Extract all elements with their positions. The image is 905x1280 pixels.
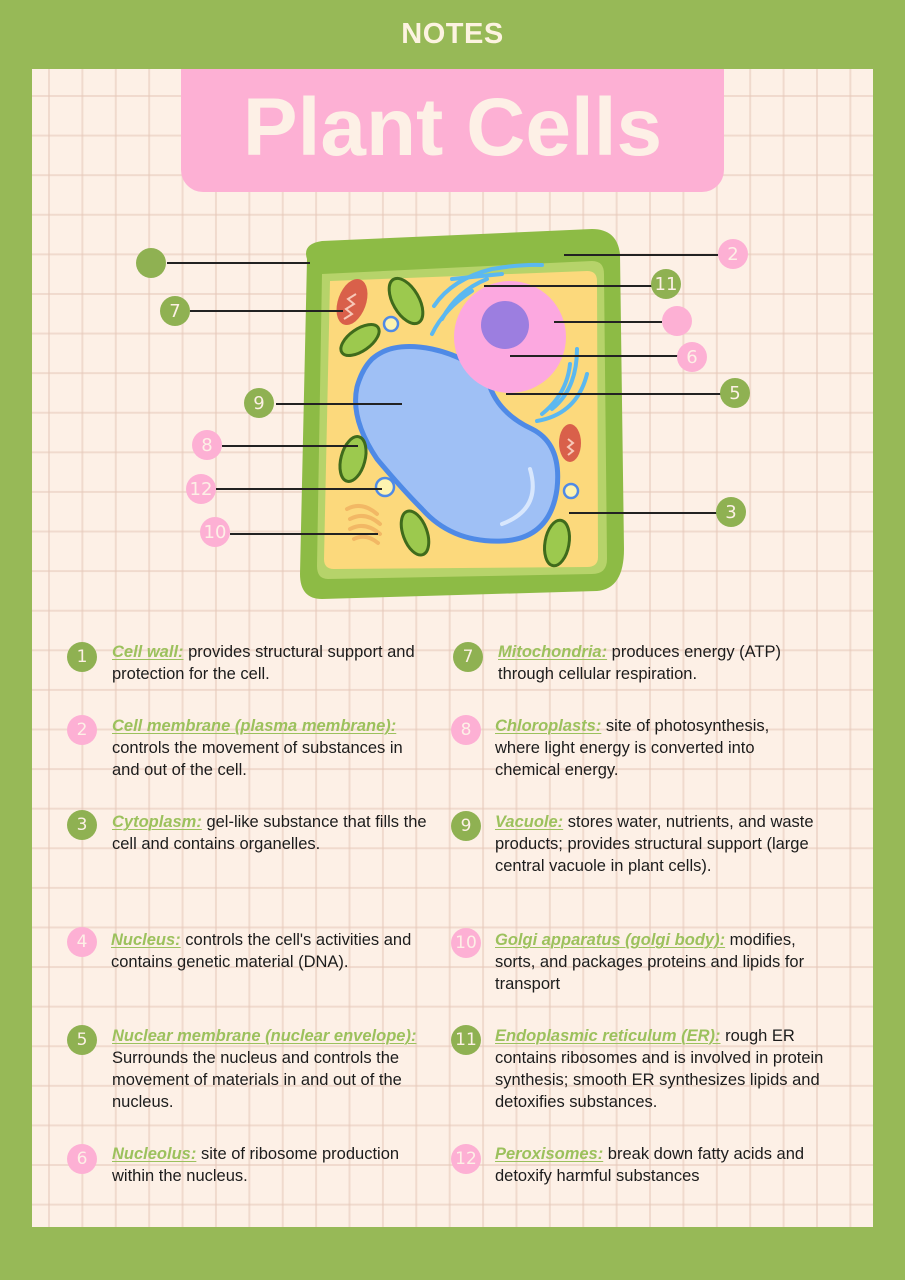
note-term: Mitochondria: bbox=[498, 643, 608, 661]
note-text: provides structural support and protecti… bbox=[112, 643, 415, 683]
note-badge-4: 4 bbox=[67, 927, 97, 957]
leader-line-10 bbox=[230, 533, 378, 535]
note-item-cell-membrane: Cell membrane (plasma membrane): control… bbox=[112, 715, 432, 781]
note-text: controls the movement of substances in a… bbox=[112, 739, 403, 779]
title-banner: Plant Cells bbox=[181, 69, 724, 192]
note-badge-7: 7 bbox=[453, 642, 483, 672]
note-badge-8: 8 bbox=[451, 715, 481, 745]
note-item-nucleus: Nucleus: controls the cell's activities … bbox=[111, 929, 431, 973]
note-term: Cell membrane (plasma membrane): bbox=[112, 717, 397, 735]
note-text: Surrounds the nucleus and controls the m… bbox=[112, 1049, 402, 1111]
note-item-nucleolus: Nucleolus: site of ribosome production w… bbox=[112, 1143, 432, 1187]
note-text: modifies, sorts, and packages proteins a… bbox=[495, 931, 805, 993]
page-title: Plant Cells bbox=[242, 81, 663, 173]
note-item-mitochondria: Mitochondria: produces energy (ATP) thro… bbox=[498, 641, 818, 685]
note-badge-10: 10 bbox=[451, 928, 481, 958]
note-text: break down fatty acids and detoxify harm… bbox=[495, 1145, 805, 1185]
plant-cell-diagram: 2 11 6 5 7 9 8 12 10 3 bbox=[32, 69, 873, 629]
leader-line-12 bbox=[216, 488, 382, 490]
note-text: site of ribosome production within the n… bbox=[112, 1145, 400, 1185]
note-badge-3: 3 bbox=[67, 810, 97, 840]
note-item-golgi: Golgi apparatus (golgi body): modifies, … bbox=[495, 929, 815, 995]
note-text: site of photosynthesis, where light ener… bbox=[495, 717, 770, 779]
chloroplast-shape bbox=[338, 276, 571, 568]
leader-line-8 bbox=[222, 445, 358, 447]
leader-line-nucleus bbox=[554, 321, 662, 323]
note-text: stores water, nutrients, and waste produ… bbox=[495, 813, 814, 875]
diagram-badge-12: 12 bbox=[186, 474, 216, 504]
diagram-badge-10: 10 bbox=[200, 517, 230, 547]
diagram-badge-nucleus bbox=[662, 306, 692, 336]
note-item-vacuole: Vacuole: stores water, nutrients, and wa… bbox=[495, 811, 815, 877]
note-item-cell-wall: Cell wall: provides structural support a… bbox=[112, 641, 432, 685]
leader-line-2 bbox=[564, 254, 718, 256]
notes-paper: Plant Cells bbox=[32, 69, 873, 1227]
note-term: Chloroplasts: bbox=[495, 717, 602, 735]
golgi-shape bbox=[345, 503, 382, 545]
header-title: NOTES bbox=[401, 18, 504, 50]
note-term: Golgi apparatus (golgi body): bbox=[495, 931, 726, 949]
er-shape bbox=[430, 262, 589, 423]
diagram-badge-3: 3 bbox=[716, 497, 746, 527]
note-term: Cytoplasm: bbox=[112, 813, 202, 831]
note-term: Nucleus: bbox=[111, 931, 181, 949]
note-badge-2: 2 bbox=[67, 715, 97, 745]
diagram-badge-8: 8 bbox=[192, 430, 222, 460]
note-badge-9: 9 bbox=[451, 811, 481, 841]
note-term: Cell wall: bbox=[112, 643, 184, 661]
diagram-badge-9: 9 bbox=[244, 388, 274, 418]
note-item-nuclear-membrane: Nuclear membrane (nuclear envelope): Sur… bbox=[112, 1025, 432, 1113]
note-item-cytoplasm: Cytoplasm: gel-like substance that fills… bbox=[112, 811, 432, 855]
note-item-er: Endoplasmic reticulum (ER): rough ER con… bbox=[495, 1025, 840, 1113]
leader-line-3 bbox=[569, 512, 717, 514]
diagram-badge-cell-wall bbox=[136, 248, 166, 278]
note-term: Endoplasmic reticulum (ER): bbox=[495, 1027, 721, 1045]
note-item-chloroplasts: Chloroplasts: site of photosynthesis, wh… bbox=[495, 715, 815, 781]
leader-line-6 bbox=[510, 355, 678, 357]
note-item-peroxisomes: Peroxisomes: break down fatty acids and … bbox=[495, 1143, 815, 1187]
note-badge-6: 6 bbox=[67, 1144, 97, 1174]
leader-line-cell-wall bbox=[167, 262, 310, 264]
note-term: Nucleolus: bbox=[112, 1145, 197, 1163]
diagram-badge-2: 2 bbox=[718, 239, 748, 269]
diagram-badge-5: 5 bbox=[720, 378, 750, 408]
note-term: Nuclear membrane (nuclear envelope): bbox=[112, 1027, 417, 1045]
diagram-badge-6: 6 bbox=[677, 342, 707, 372]
leader-line-7 bbox=[190, 310, 343, 312]
note-text: controls the cell's activities and conta… bbox=[111, 931, 412, 971]
leader-line-9 bbox=[276, 403, 402, 405]
plant-cell-illustration bbox=[300, 229, 624, 599]
note-text: produces energy (ATP) through cellular r… bbox=[498, 643, 782, 683]
note-term: Peroxisomes: bbox=[495, 1145, 604, 1163]
note-badge-1: 1 bbox=[67, 642, 97, 672]
mitochondria-shape bbox=[336, 278, 581, 462]
note-term: Vacuole: bbox=[495, 813, 564, 831]
diagram-badge-11: 11 bbox=[651, 269, 681, 299]
leader-line-5 bbox=[506, 393, 722, 395]
diagram-badge-7: 7 bbox=[160, 296, 190, 326]
leader-line-11 bbox=[484, 285, 654, 287]
peroxisome-shape bbox=[374, 315, 580, 500]
nucleolus-shape bbox=[481, 301, 529, 349]
note-text: rough ER contains ribosomes and is invol… bbox=[495, 1027, 824, 1111]
note-badge-11: 11 bbox=[451, 1025, 481, 1055]
note-badge-5: 5 bbox=[67, 1025, 97, 1055]
note-text: gel-like substance that fills the cell a… bbox=[112, 813, 427, 853]
note-badge-12: 12 bbox=[451, 1144, 481, 1174]
